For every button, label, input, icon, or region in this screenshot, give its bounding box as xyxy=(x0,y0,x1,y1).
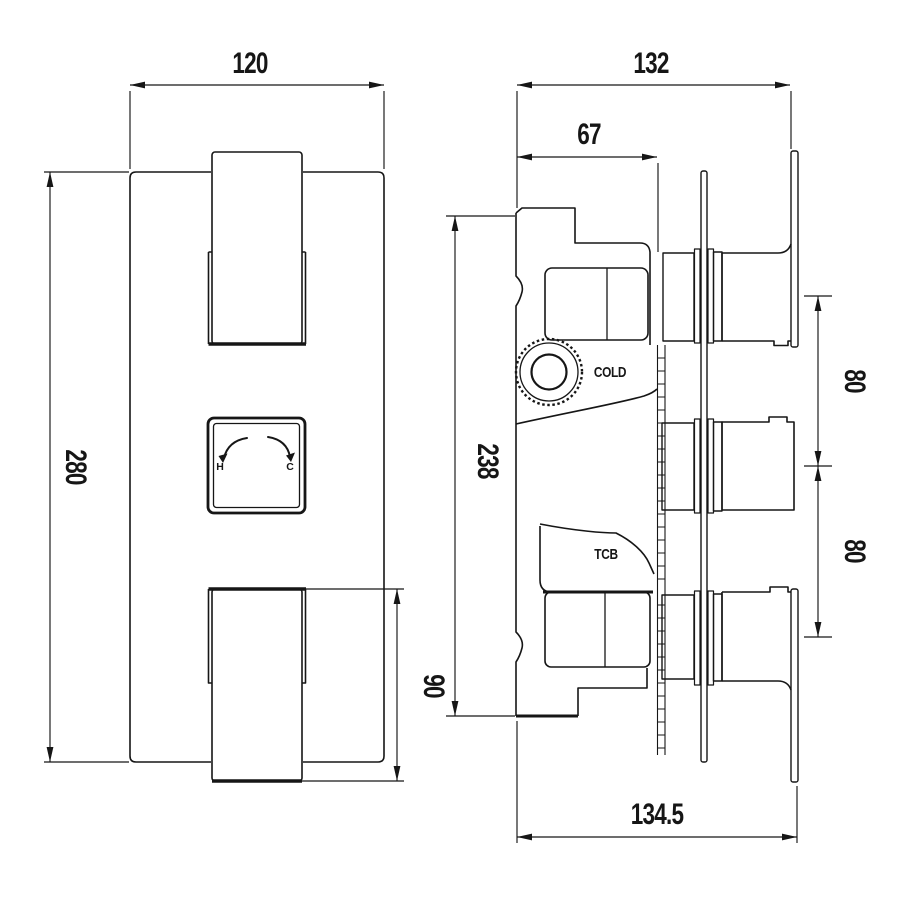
arrowhead xyxy=(46,172,54,187)
arrowhead xyxy=(814,296,822,311)
top-knob-body xyxy=(721,243,792,347)
side-top-knob xyxy=(662,150,799,348)
middle-knob-body xyxy=(721,416,795,511)
middle-knob-flange xyxy=(712,421,723,512)
bottom-knob-flange-bar-right xyxy=(707,590,715,686)
middle-knob-flange-bar-left xyxy=(693,418,701,514)
dim-label-238: 238 xyxy=(471,443,505,478)
top-knob-lever-plate xyxy=(790,150,799,348)
arrowhead xyxy=(814,451,822,466)
front-top-handle-collar xyxy=(207,251,307,344)
arrowhead xyxy=(814,622,822,637)
side-body-left-edge xyxy=(515,213,524,716)
dim-label-280: 280 xyxy=(59,449,93,484)
front-temperature-dial: H C xyxy=(206,416,307,515)
arrowhead xyxy=(393,589,401,604)
top-knob-flange-bar-left xyxy=(693,248,701,344)
front-plate-outline xyxy=(129,171,385,763)
arrowhead xyxy=(782,833,797,841)
bottom-knob-adapter xyxy=(661,594,695,680)
dial-outer-square xyxy=(206,416,307,515)
lower-chamber-outline xyxy=(544,591,651,668)
arrowhead xyxy=(130,81,145,89)
cold-inlet-bore-circle xyxy=(530,353,568,391)
dim-label-80-upper: 80 xyxy=(838,369,872,393)
side-bottom-knob xyxy=(661,586,799,783)
arrowhead xyxy=(369,81,384,89)
bottom-knob-lever-plate xyxy=(790,588,799,783)
cold-inlet-thread-ring xyxy=(514,337,584,407)
cold-inlet-label: COLD xyxy=(594,364,627,380)
bottom-knob-flange xyxy=(712,593,723,682)
side-lower-chamber: TCB xyxy=(543,546,653,668)
arrowhead xyxy=(451,216,459,231)
dial-hot-arrowhead xyxy=(218,453,228,463)
top-knob-flange xyxy=(712,251,723,342)
dim-body-height: 238 xyxy=(451,216,505,716)
cartridge-stack-strip xyxy=(656,345,666,755)
arrowhead xyxy=(451,701,459,716)
dim-label-120: 120 xyxy=(232,46,267,80)
dimensions: 120 280 90 132 67 xyxy=(44,46,872,843)
front-bottom-handle xyxy=(207,587,307,783)
dim-front-height: 280 xyxy=(46,172,93,762)
arrowhead xyxy=(517,833,532,841)
side-body-top-profile xyxy=(515,207,651,345)
dim-valve-depth: 67 xyxy=(517,117,657,161)
bottom-knob-body xyxy=(721,586,792,691)
dial-inner-square xyxy=(212,422,301,509)
side-body-bottom-step xyxy=(577,668,648,716)
upper-chamber-outline xyxy=(544,267,649,341)
bottom-knob-flange-bar-left xyxy=(693,590,701,686)
dial-cold-arrowhead xyxy=(286,452,295,462)
side-middle-knob xyxy=(661,416,795,514)
dial-hot-label: H xyxy=(216,461,224,473)
top-knob-adapter xyxy=(662,252,695,342)
front-view: H C xyxy=(129,151,385,783)
dim-label-90: 90 xyxy=(417,674,451,698)
dial-hot-arc xyxy=(223,437,248,459)
front-top-handle-grip xyxy=(211,151,303,345)
dim-label-67: 67 xyxy=(577,117,601,151)
dim-label-134-5: 134.5 xyxy=(631,797,684,831)
cold-inlet-outer-circle xyxy=(519,342,579,402)
arrowhead xyxy=(46,747,54,762)
side-body-pocket xyxy=(539,526,552,593)
cold-inlet-port: COLD xyxy=(514,337,627,407)
dial-cold-label: C xyxy=(286,461,294,473)
dim-handle-height: 90 xyxy=(393,589,451,781)
top-knob-flange-bar-right xyxy=(707,248,715,344)
dim-label-80-lower: 80 xyxy=(838,539,872,563)
arrowhead xyxy=(517,81,532,89)
body-marking-label: TCB xyxy=(594,546,617,562)
front-bottom-handle-collar xyxy=(207,589,307,684)
dim-side-overall-width: 132 xyxy=(517,46,790,89)
dim-label-132: 132 xyxy=(633,46,668,80)
stack-strip-ticks xyxy=(657,357,665,749)
middle-knob-adapter xyxy=(661,422,695,511)
stack-strip-rails xyxy=(656,345,666,755)
dim-port-spacing: 80 80 xyxy=(814,296,872,637)
arrowhead xyxy=(393,766,401,781)
middle-knob-flange-bar-right xyxy=(707,418,715,514)
arrowhead xyxy=(517,153,532,161)
front-top-handle xyxy=(207,151,307,346)
side-upper-chamber xyxy=(544,267,649,341)
side-body-shoulder xyxy=(539,523,655,575)
front-bottom-handle-grip xyxy=(211,588,303,782)
dim-overall-depth: 134.5 xyxy=(517,797,797,841)
dial-cold-arc xyxy=(267,436,291,458)
dim-front-width: 120 xyxy=(130,46,384,89)
side-body-mid-diagonal xyxy=(515,388,658,425)
side-view: COLD TCB xyxy=(514,150,799,783)
arrowhead xyxy=(642,153,657,161)
arrowhead xyxy=(775,81,790,89)
arrowhead xyxy=(814,466,822,481)
side-wall-plate xyxy=(700,170,708,763)
